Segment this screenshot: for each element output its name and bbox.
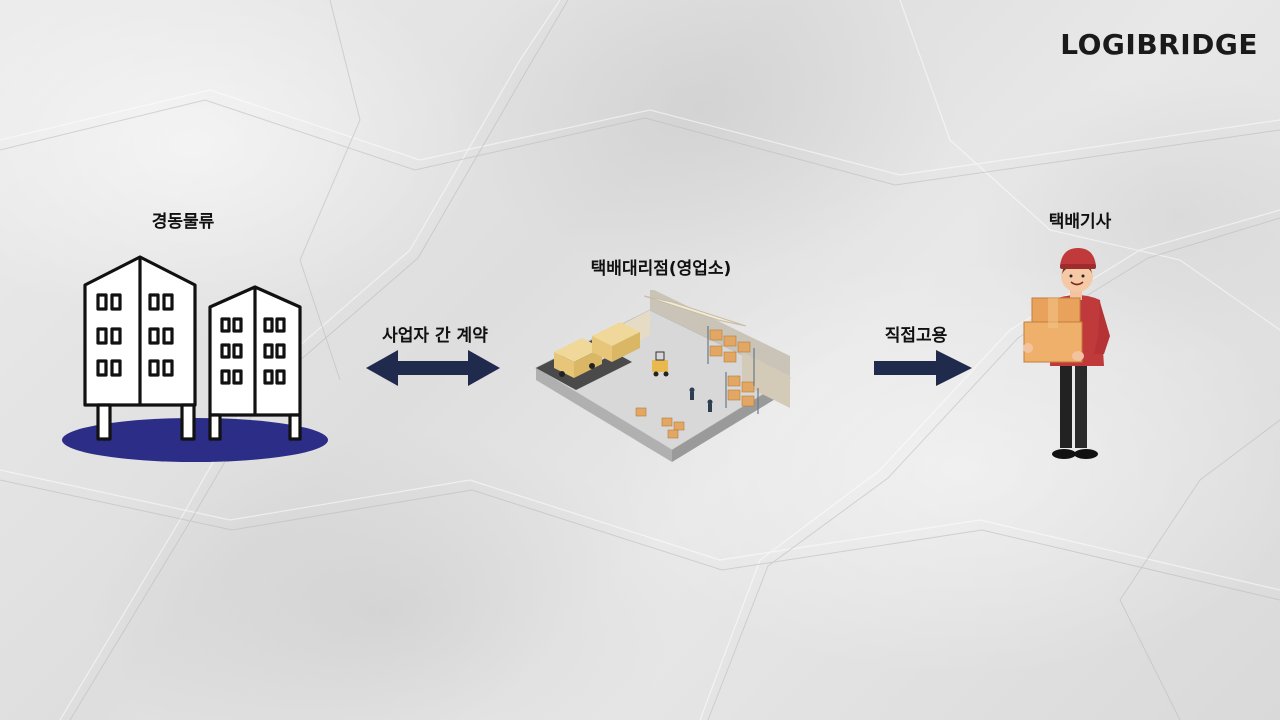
office-buildings-icon <box>60 255 330 471</box>
double-headed-arrow-icon <box>366 350 500 390</box>
warehouse-illustration <box>532 288 794 472</box>
brand-logo: LOGIBRIDGE <box>1060 28 1258 61</box>
left-entity-label: 경동물류 <box>151 212 215 232</box>
center-entity-label: 택배대리점(영업소) <box>590 259 732 279</box>
left-relation-label: 사업자 간 계약 <box>382 326 488 346</box>
right-relation-label: 직접고용 <box>884 326 948 346</box>
right-entity-label: 택배기사 <box>1048 212 1112 232</box>
right-arrow-icon <box>874 350 974 390</box>
delivery-man-illustration <box>1020 244 1120 468</box>
